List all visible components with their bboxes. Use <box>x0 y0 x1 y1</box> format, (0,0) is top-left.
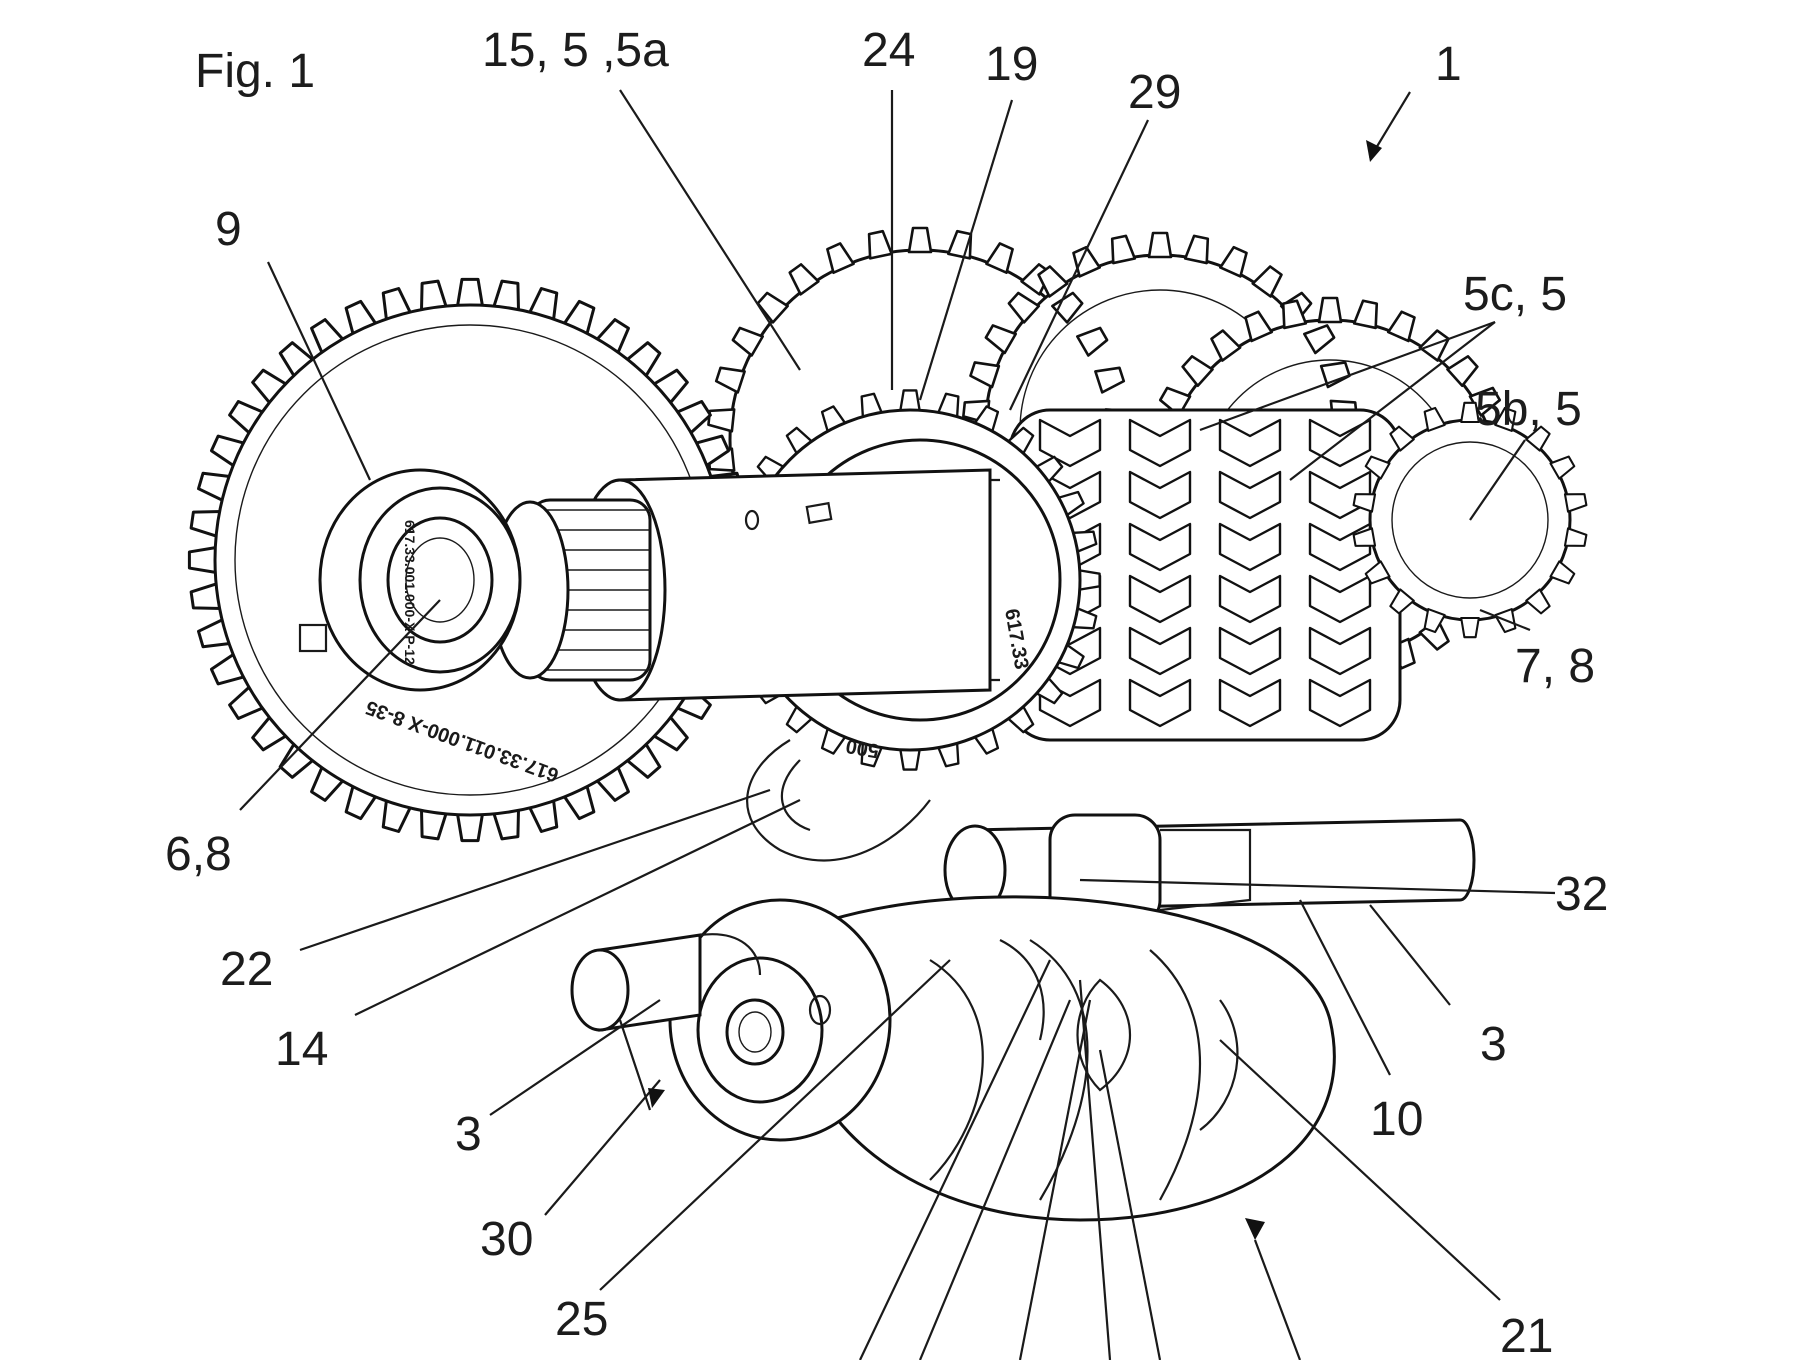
label-6-8: 6,8 <box>165 828 232 881</box>
label-19: 19 <box>985 38 1038 91</box>
dog-tooth <box>1308 626 1372 676</box>
dog-tooth <box>1128 522 1192 572</box>
label-1: 1 <box>1435 38 1462 91</box>
gear-tooth <box>455 277 485 309</box>
gear-tooth <box>1563 527 1588 551</box>
dog-tooth <box>1218 574 1282 624</box>
gear-tooth <box>1147 231 1173 259</box>
fork-rod-left <box>570 933 762 1032</box>
label-24: 24 <box>862 24 915 77</box>
label-5b-5: 5b, 5 <box>1475 383 1582 436</box>
arrow-head-icon <box>648 1088 665 1108</box>
label-10: 10 <box>1370 1093 1423 1146</box>
gear-stack <box>1008 401 1588 742</box>
label-29: 29 <box>1128 66 1181 119</box>
figure-title: Fig. 1 <box>195 45 315 98</box>
dog-tooth <box>1218 626 1282 676</box>
gear-tooth <box>706 405 736 433</box>
dog-tooth <box>1218 418 1282 468</box>
gear-tooth <box>907 226 933 254</box>
arrows <box>618 91 1411 1240</box>
shift-drum <box>668 895 1336 1222</box>
label-9: 9 <box>215 203 242 256</box>
gear-tooth <box>455 811 485 843</box>
dog-tooth <box>1218 522 1282 572</box>
gear-tooth <box>1563 489 1588 513</box>
gear-tooth <box>713 362 746 394</box>
label-15-5-5a: 15, 5 ,5a <box>482 24 669 77</box>
gear-tooth <box>1317 296 1343 324</box>
reference-labels: Fig. 1 1 15, 5 ,5a 24 19 29 9 5c, 5 5b, … <box>165 24 1608 1360</box>
gear-tooth <box>1460 616 1480 639</box>
shaft-stamp: 617.33.001.000-X P-12 <box>402 520 418 665</box>
gear-tooth <box>1352 298 1382 330</box>
selector-shaft <box>943 813 1476 927</box>
label-21: 21 <box>1500 1310 1553 1360</box>
label-5c-5: 5c, 5 <box>1463 268 1567 321</box>
label-7-8: 7, 8 <box>1515 640 1595 693</box>
gear-tooth <box>187 545 219 575</box>
dog-tooth <box>1128 470 1192 520</box>
shaft: 617.33.001.000-X P-12 <box>298 468 992 702</box>
label-32: 32 <box>1555 868 1608 921</box>
dog-tooth <box>1128 678 1192 728</box>
label-14: 14 <box>275 1023 328 1076</box>
dog-tooth <box>1308 678 1372 728</box>
dog-tooth <box>1308 418 1372 468</box>
dog-tooth <box>1308 574 1372 624</box>
label-22: 22 <box>220 943 273 996</box>
dog-tooth <box>1038 418 1102 468</box>
dog-tooth <box>1128 574 1192 624</box>
leader-lines <box>239 89 1556 1360</box>
dog-tooth <box>1218 470 1282 520</box>
gear-tooth <box>1183 233 1214 265</box>
arrow-head-icon <box>1366 140 1382 162</box>
dog-tooth <box>1128 418 1192 468</box>
dog-tooth <box>1128 626 1192 676</box>
label-3-right: 3 <box>1480 1018 1507 1071</box>
label-25: 25 <box>555 1293 608 1346</box>
dog-tooth <box>1218 678 1282 728</box>
gear-tooth <box>863 229 893 260</box>
label-3-left: 3 <box>455 1108 482 1161</box>
arrow-head-icon <box>1245 1218 1265 1240</box>
label-30: 30 <box>480 1213 533 1266</box>
gear-tooth <box>1106 233 1137 265</box>
